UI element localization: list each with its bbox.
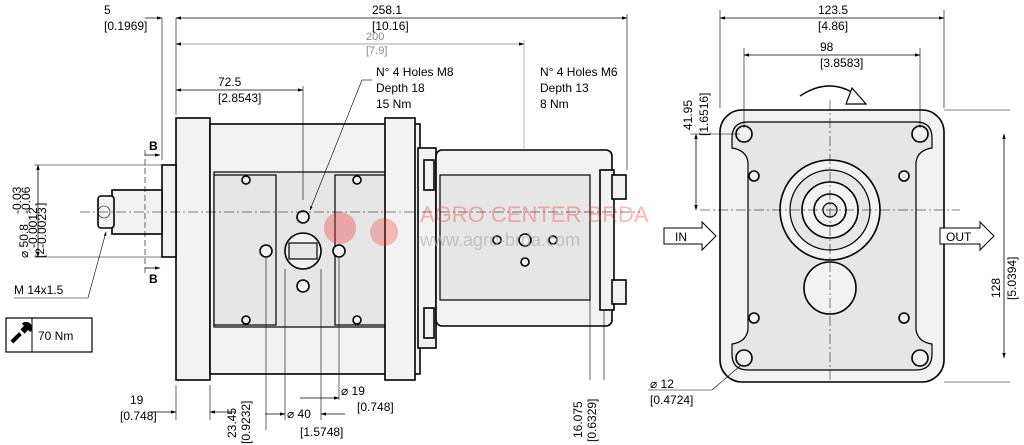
m8-note-line2: Depth 18 xyxy=(376,81,425,95)
leader xyxy=(711,365,741,391)
mount-hole xyxy=(911,349,929,367)
dim-128: 128 xyxy=(989,278,1003,298)
dim-123-in: [4.86] xyxy=(818,19,848,33)
dim-19b-in: [0.748] xyxy=(357,400,394,414)
rear-stud xyxy=(423,307,435,339)
dim-98: 98 xyxy=(820,40,834,54)
dim-508-in-tol-lower: -0.0023 xyxy=(35,207,49,248)
dim-5-in: [0.1969] xyxy=(104,19,147,33)
bolt-hole xyxy=(898,312,910,324)
dim-5: 5 xyxy=(104,3,111,17)
m6-hole xyxy=(492,235,502,245)
section-label: B xyxy=(149,139,158,153)
side-view: B B xyxy=(80,117,640,381)
m6-note-line1: N° 4 Holes M6 xyxy=(540,65,618,79)
front-view: IN OUT xyxy=(663,85,995,383)
out-arrow-icon xyxy=(939,220,995,252)
watermark-logo xyxy=(370,218,398,246)
m6-hole xyxy=(518,233,532,247)
cap-stud xyxy=(611,279,627,305)
side-dimensions: 5 [0.1969] 258.1 [10.16] 200 [7.9] 72.5 … xyxy=(5,3,628,444)
section-label: B xyxy=(149,272,158,286)
dim-258-in: [10.16] xyxy=(372,19,409,33)
in-arrow-icon xyxy=(663,220,717,252)
dim-258: 258.1 xyxy=(372,3,402,17)
mount-hole xyxy=(735,349,753,367)
dim-2345-in: [0.9232] xyxy=(239,401,253,444)
port-out-label: OUT xyxy=(946,230,972,244)
pilot-boss xyxy=(161,164,177,258)
m6-note-line2: Depth 13 xyxy=(540,81,589,95)
torque-value: 70 Nm xyxy=(38,329,73,343)
dim-508-in-close: ] xyxy=(33,203,47,206)
dim-72: 72.5 xyxy=(218,75,242,89)
dim-19-in: [0.748] xyxy=(120,409,157,423)
dim-128-in: [5.0394] xyxy=(1005,257,1019,300)
dim-123: 123.5 xyxy=(818,3,848,17)
bolt xyxy=(241,315,251,325)
dim-12: ⌀ 12 xyxy=(650,377,674,391)
front-dimensions: 123.5 [4.86] 98 [3.8583] 41.95 [1.6516] … xyxy=(648,3,1019,407)
dim-72-in: [2.8543] xyxy=(218,91,261,105)
rotation-arrow-head xyxy=(845,86,868,105)
dim-508-tol-upper: -0.03 xyxy=(10,186,24,214)
port-slot xyxy=(288,242,318,260)
torque-box xyxy=(5,317,93,353)
m6-hole xyxy=(520,257,530,267)
front-flange xyxy=(175,117,211,381)
m6-hole xyxy=(548,235,558,245)
dim-19b: ⌀ 19 xyxy=(341,384,365,398)
bolt-hole xyxy=(748,312,760,324)
bolt xyxy=(352,315,362,325)
dim-200-in: [7.9] xyxy=(366,45,387,57)
m8-hole xyxy=(296,210,310,224)
m8-note-line1: N° 4 Holes M8 xyxy=(376,65,454,79)
dim-508-tol-lower: -0.06 xyxy=(19,186,33,214)
m8-hole xyxy=(259,244,273,258)
watermark-logo xyxy=(324,212,356,244)
cap-stud xyxy=(611,174,627,200)
dim-98-in: [3.8583] xyxy=(820,56,863,70)
watermark-url: www.agro-brda.com xyxy=(419,230,580,250)
dim-508-in-tol-upper: -0.0012 xyxy=(26,207,40,248)
bolt xyxy=(241,175,251,185)
dim-16-in: [0.6329] xyxy=(585,399,599,442)
rear-body-inner xyxy=(439,174,591,301)
mount-hole xyxy=(911,125,929,143)
thread-note: M 14x1.5 xyxy=(14,283,64,297)
bolt-hole xyxy=(748,170,760,182)
watermark-text: AGRO CENTER BRDA xyxy=(420,202,649,227)
dim-41-in: [1.6516] xyxy=(697,93,711,136)
m8-hole xyxy=(296,279,310,293)
dim-12-in: [0.4724] xyxy=(650,393,693,407)
separator-plate xyxy=(384,117,416,381)
dim-40: ⌀ 40 xyxy=(287,407,311,421)
dim-200: 200 xyxy=(366,31,384,43)
watermark: AGRO CENTER BRDA www.agro-brda.com xyxy=(324,202,649,250)
leader xyxy=(87,231,107,299)
leader xyxy=(309,79,363,211)
dim-508-in: [2 xyxy=(33,248,47,258)
dim-41: 41.95 xyxy=(681,100,695,130)
m8-note-line3: 15 Nm xyxy=(376,97,411,111)
bolt-hole xyxy=(898,170,910,182)
m8-hole xyxy=(332,244,346,258)
rear-cap xyxy=(599,169,615,311)
dim-19: 19 xyxy=(130,393,144,407)
bolt xyxy=(352,175,362,185)
dim-16: 16.075 xyxy=(571,401,585,438)
wrench-icon xyxy=(10,322,32,344)
dim-40-in: [1.5748] xyxy=(300,425,343,439)
port-in-label: IN xyxy=(675,230,687,244)
rear-stud xyxy=(423,159,435,191)
dim-2345: 23.45 xyxy=(225,408,239,438)
m6-note-line3: 8 Nm xyxy=(540,97,569,111)
dim-508: ⌀ 50.8 xyxy=(17,224,31,258)
